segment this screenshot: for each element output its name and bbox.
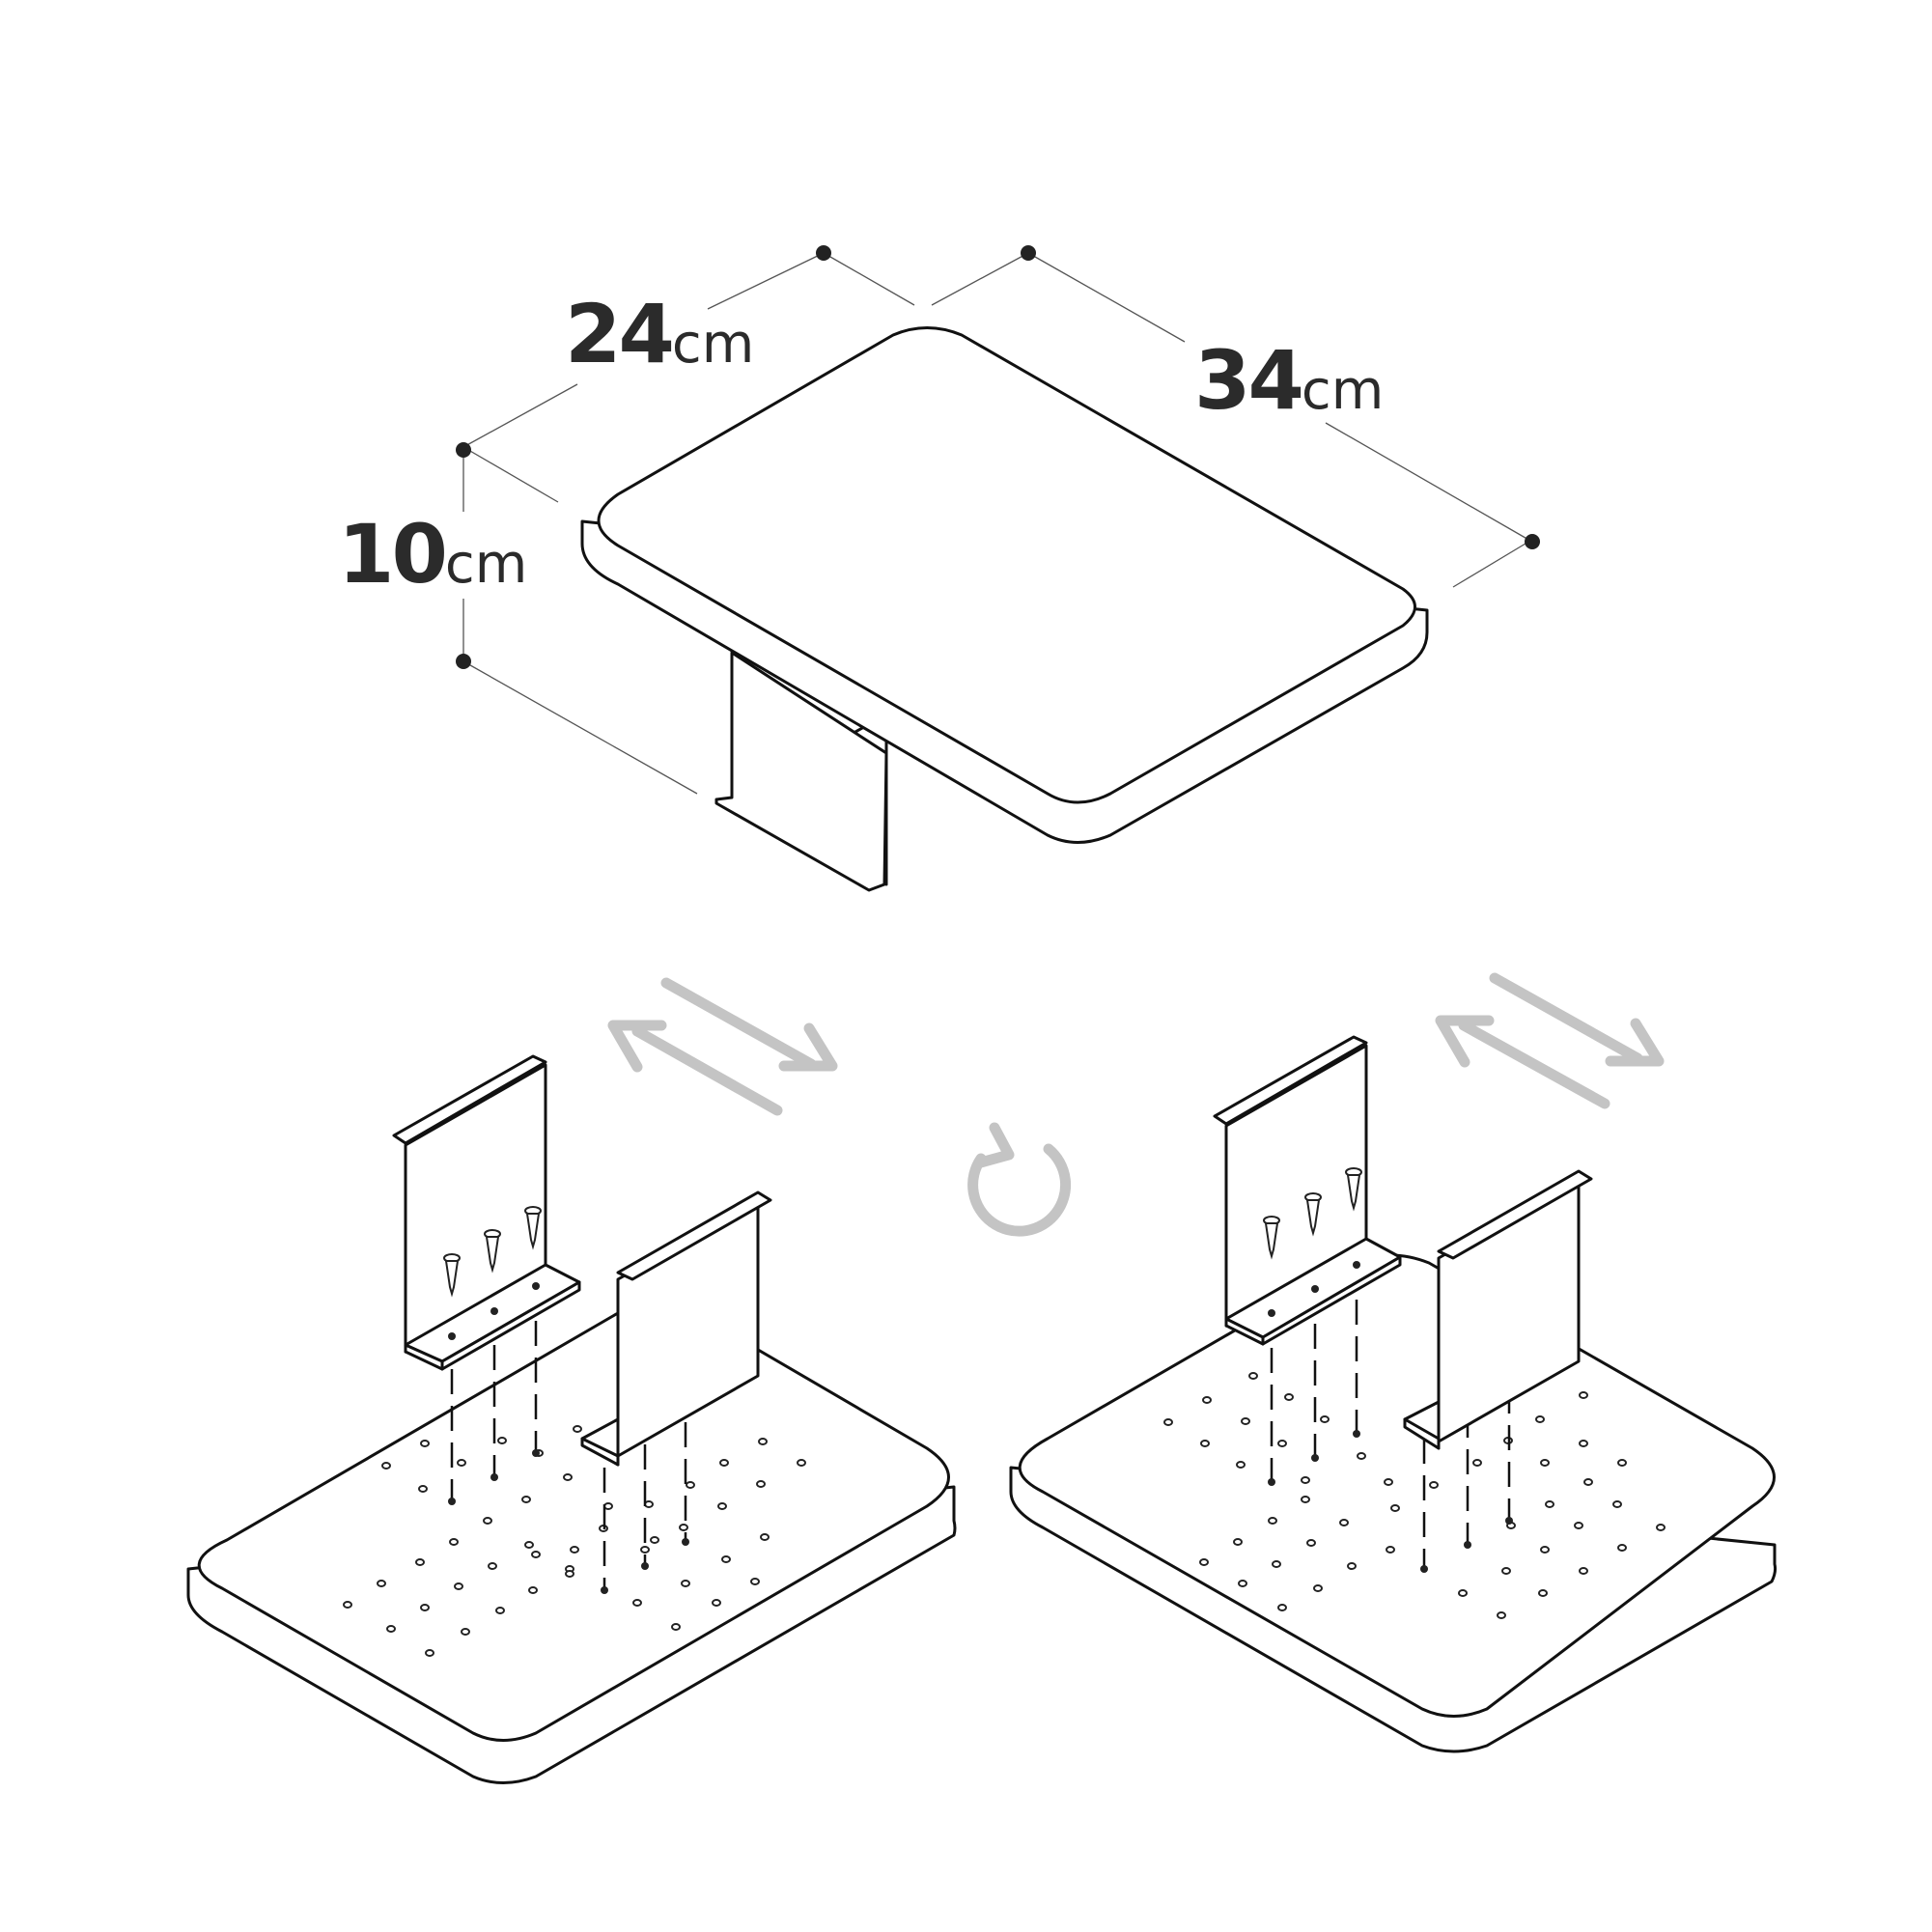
- dimension-marker: [456, 654, 471, 669]
- dimension-label-height: 10cm: [338, 507, 527, 602]
- wall-bracket-left: [392, 1054, 581, 1371]
- dimension-marker: [1525, 534, 1540, 549]
- screw-icon: [1263, 1167, 1362, 1260]
- exploded-shelf-left: [186, 1054, 957, 1784]
- double-arrow-icon: [1435, 972, 1665, 1109]
- exploded-shelf-right: [1009, 1035, 1778, 1753]
- screw-guides: [1268, 1263, 1513, 1573]
- dimension-lines: [456, 245, 1540, 795]
- wall-bracket-left: [1213, 1035, 1402, 1346]
- dimension-marker: [816, 245, 831, 261]
- dimension-marker: [1021, 245, 1036, 261]
- wall-bracket-right: [580, 1190, 772, 1467]
- assembled-shelf: [580, 326, 1429, 892]
- dimension-marker: [456, 442, 471, 458]
- screw-guides: [448, 1284, 689, 1594]
- dimension-label-length: 34cm: [1194, 333, 1384, 428]
- wall-bracket-right: [1403, 1169, 1593, 1450]
- rotate-icon: [967, 1122, 1072, 1237]
- mounting-holes: [1163, 1372, 1666, 1619]
- dimension-label-width: 24cm: [565, 287, 754, 381]
- screw-icon: [443, 1206, 542, 1298]
- mounting-holes: [343, 1425, 806, 1657]
- double-arrow-icon: [607, 977, 838, 1116]
